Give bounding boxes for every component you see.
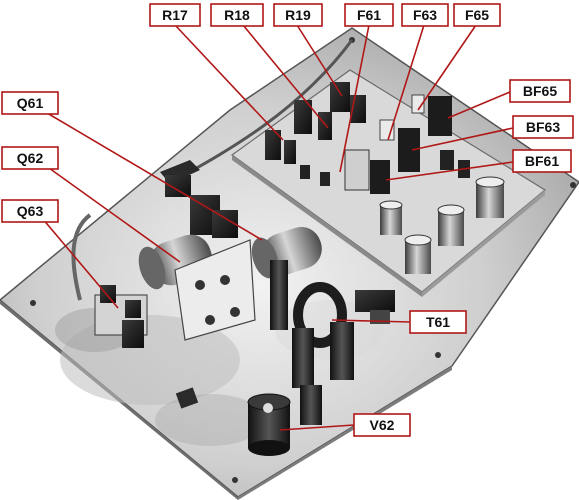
label-r18: R18 [224,7,250,23]
leader-r17 [174,24,284,141]
label-q63: Q63 [17,203,44,219]
leader-v62 [279,424,355,431]
leader-t61 [331,319,411,323]
label-f61: F61 [357,7,381,23]
callout-t61: T61 [409,310,467,334]
leader-bf63 [411,127,514,151]
leader-r18 [242,24,329,129]
callout-f61: F61 [344,3,394,27]
label-r19: R19 [285,7,311,23]
callout-r19: R19 [273,3,323,27]
callout-f65: F65 [453,3,501,27]
callout-q62: Q62 [1,146,59,170]
label-r17: R17 [162,7,188,23]
lower-components [71,160,395,456]
label-bf63: BF63 [526,119,560,135]
callout-f63: F63 [401,3,449,27]
callout-bf63: BF63 [512,115,574,139]
callout-q61: Q61 [1,91,59,115]
label-v62: V62 [370,417,395,433]
leader-bf61 [385,161,514,181]
leader-f65 [417,24,477,111]
callout-bf61: BF61 [512,149,572,173]
leader-f63 [387,24,425,141]
label-t61: T61 [426,314,450,330]
callout-v62: V62 [353,413,411,437]
leader-lines [41,24,514,431]
leader-q63 [41,217,119,309]
callout-bf65: BF65 [509,79,571,103]
label-q62: Q62 [17,150,44,166]
label-f63: F63 [413,7,437,23]
callout-q63: Q63 [1,199,59,223]
callout-r17: R17 [149,3,201,27]
label-bf61: BF61 [525,153,559,169]
label-f65: F65 [465,7,489,23]
leader-q61 [41,109,263,241]
label-q61: Q61 [17,95,44,111]
leader-r19 [296,24,343,97]
label-bf65: BF65 [523,83,557,99]
leader-f61 [339,24,370,173]
callout-r18: R18 [210,3,264,27]
leader-bf65 [447,91,511,119]
leader-q62 [41,162,181,263]
